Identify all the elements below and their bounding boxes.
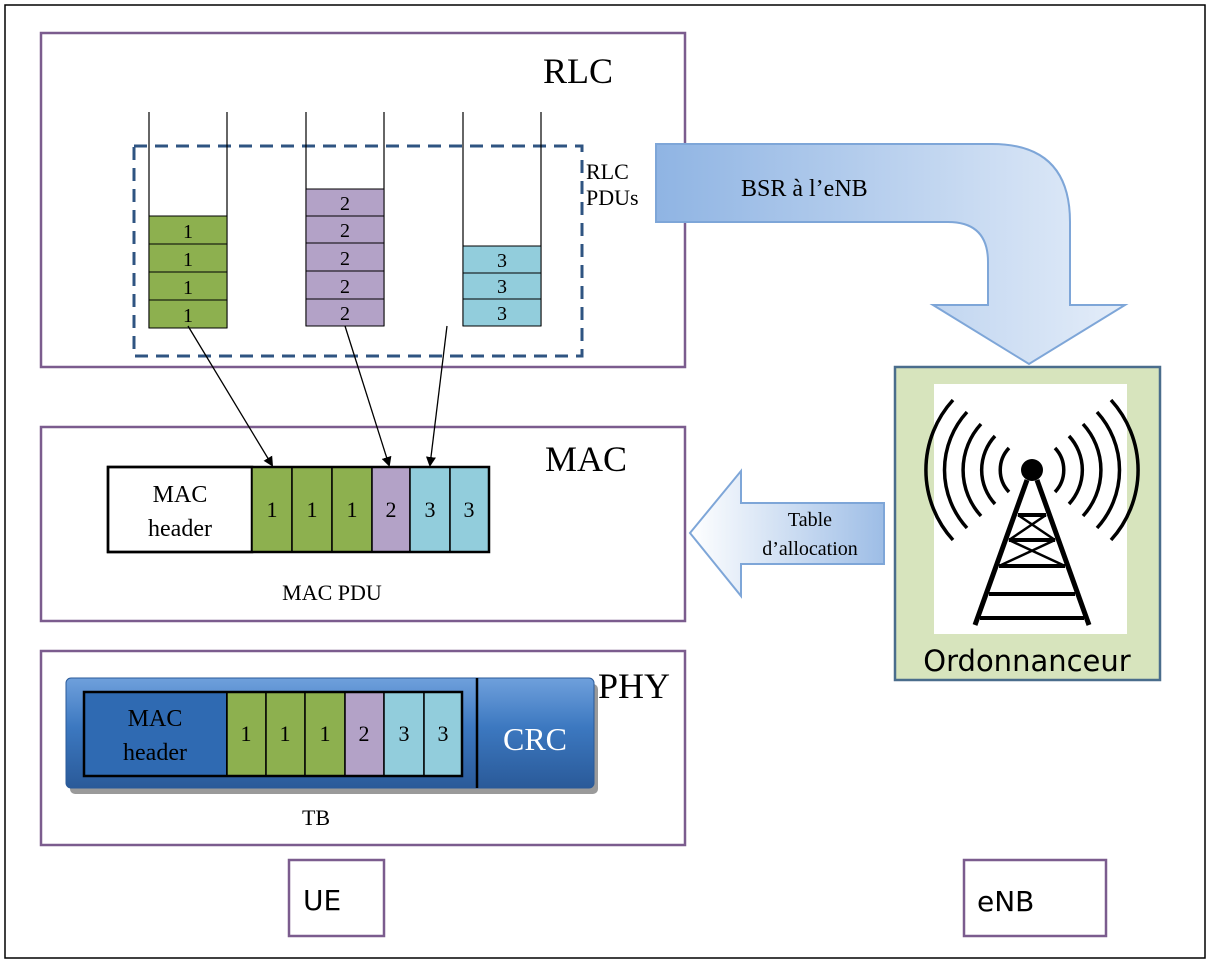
- bsr-arrow: BSR à l’eNB: [655, 143, 1129, 366]
- mac-pdu: MAC header 1 1 1 2 3 3: [106, 465, 491, 554]
- rlc-queue-2: 2 2 2 2 2: [305, 112, 385, 327]
- pdu-cell: 3: [462, 298, 542, 327]
- rlc-pdus-label-line1: RLC: [586, 159, 629, 184]
- mac-title: MAC: [545, 439, 627, 479]
- svg-text:2: 2: [340, 303, 350, 325]
- rlc-title: RLC: [543, 51, 613, 91]
- tb-pdu-cell: 1: [265, 691, 306, 777]
- mapping-arrow-queue-1: [187, 325, 274, 467]
- mac-pdu-cell: 1: [291, 466, 333, 553]
- svg-text:1: 1: [183, 277, 193, 299]
- mac-pdu-cell: 2: [371, 466, 411, 553]
- scheduler-node: Ordonnanceur: [893, 365, 1162, 682]
- svg-text:3: 3: [497, 250, 507, 272]
- bsr-arrow-shape: [655, 143, 1129, 366]
- svg-text:3: 3: [425, 497, 436, 522]
- svg-text:1: 1: [307, 497, 318, 522]
- mac-header-line1: MAC: [153, 482, 208, 508]
- tb-mac-header-line2: header: [123, 740, 187, 766]
- svg-text:2: 2: [340, 276, 350, 298]
- mac-pdu-cell: 1: [251, 466, 293, 553]
- mapping-arrow-queue-3: [426, 325, 448, 467]
- transport-block: MAC header 1 1 1 2 3 3 CRC: [65, 677, 598, 794]
- svg-text:1: 1: [267, 497, 278, 522]
- pdu-cell: 1: [148, 243, 228, 273]
- svg-text:1: 1: [183, 249, 193, 271]
- svg-text:2: 2: [340, 220, 350, 242]
- svg-text:1: 1: [183, 305, 193, 327]
- rlc-pdus-dashed-region: [132, 144, 584, 358]
- scheduler-label: Ordonnanceur: [923, 644, 1130, 678]
- enb-label: eNB: [977, 885, 1034, 918]
- pdu-cell: 1: [148, 215, 228, 245]
- mac-pdu-outline: [106, 465, 491, 554]
- rlc-queue-1: 1 1 1 1: [148, 112, 228, 329]
- allocation-arrow-shape: [688, 468, 885, 599]
- mapping-arrows: [187, 325, 448, 467]
- svg-text:3: 3: [497, 303, 507, 325]
- pdu-cell: 2: [305, 242, 385, 272]
- pdu-cell: 3: [462, 245, 542, 274]
- svg-text:2: 2: [340, 248, 350, 270]
- tb-mac-header-line1: MAC: [128, 706, 183, 732]
- pdu-cell: 2: [305, 215, 385, 244]
- svg-text:3: 3: [399, 721, 410, 746]
- mac-pdu-cell: 1: [331, 466, 373, 553]
- svg-text:1: 1: [183, 221, 193, 243]
- rlc-layer: RLC RLC PDUs 1 1 1 1 2 2 2 2 2 3 3: [39, 31, 687, 369]
- ue-label-box: UE: [287, 858, 386, 938]
- svg-text:1: 1: [241, 721, 252, 746]
- tb-pdu-cell: 2: [344, 691, 385, 777]
- mac-pdu-cell: 3: [409, 466, 451, 553]
- allocation-arrow-line1: Table: [788, 509, 832, 531]
- svg-text:3: 3: [464, 497, 475, 522]
- svg-text:2: 2: [386, 497, 397, 522]
- tb-pdu-cell: 1: [226, 691, 267, 777]
- tb-label: TB: [302, 805, 330, 830]
- mapping-arrow-queue-2: [344, 325, 392, 467]
- svg-text:3: 3: [497, 276, 507, 298]
- tb-pdu-cell: 1: [304, 691, 346, 777]
- phy-title: PHY: [598, 666, 670, 706]
- mac-pdu-cell: 3: [449, 466, 490, 553]
- rlc-queue-3: 3 3 3: [462, 112, 542, 327]
- tb-pdu-cell: 3: [423, 691, 463, 777]
- allocation-arrow-line2: d’allocation: [762, 538, 858, 560]
- mac-layer: MAC MAC header 1 1 1 2 3 3 MAC PDU: [39, 425, 687, 623]
- tb-mac-pdu-outline: [82, 690, 464, 778]
- antenna-tower-icon: [924, 398, 1140, 626]
- pdu-cell: 2: [305, 270, 385, 300]
- pdu-cell: 1: [148, 299, 228, 329]
- allocation-arrow: Table d’allocation: [688, 468, 885, 599]
- pdu-cell: 1: [148, 271, 228, 301]
- svg-text:1: 1: [320, 721, 331, 746]
- svg-text:2: 2: [359, 721, 370, 746]
- tb-crc-label: CRC: [503, 721, 567, 757]
- ue-label: UE: [303, 884, 341, 917]
- mac-header-line2: header: [148, 516, 212, 542]
- bsr-arrow-label: BSR à l’eNB: [741, 176, 868, 202]
- pdu-cell: 3: [462, 272, 542, 300]
- svg-text:3: 3: [438, 721, 449, 746]
- mac-pdu-label: MAC PDU: [282, 580, 382, 605]
- svg-text:1: 1: [347, 497, 358, 522]
- scheduler-icon-panel: [934, 384, 1127, 634]
- svg-text:2: 2: [340, 193, 350, 215]
- pdu-cell: 2: [305, 188, 385, 217]
- enb-label-box: eNB: [962, 858, 1108, 938]
- rlc-pdus-label-line2: PDUs: [586, 185, 639, 210]
- tb-pdu-cell: 3: [383, 691, 425, 777]
- phy-layer: PHY MAC header 1 1 1 2 3 3 CRC TB: [39, 649, 687, 847]
- svg-text:1: 1: [280, 721, 291, 746]
- pdu-cell: 2: [305, 298, 385, 327]
